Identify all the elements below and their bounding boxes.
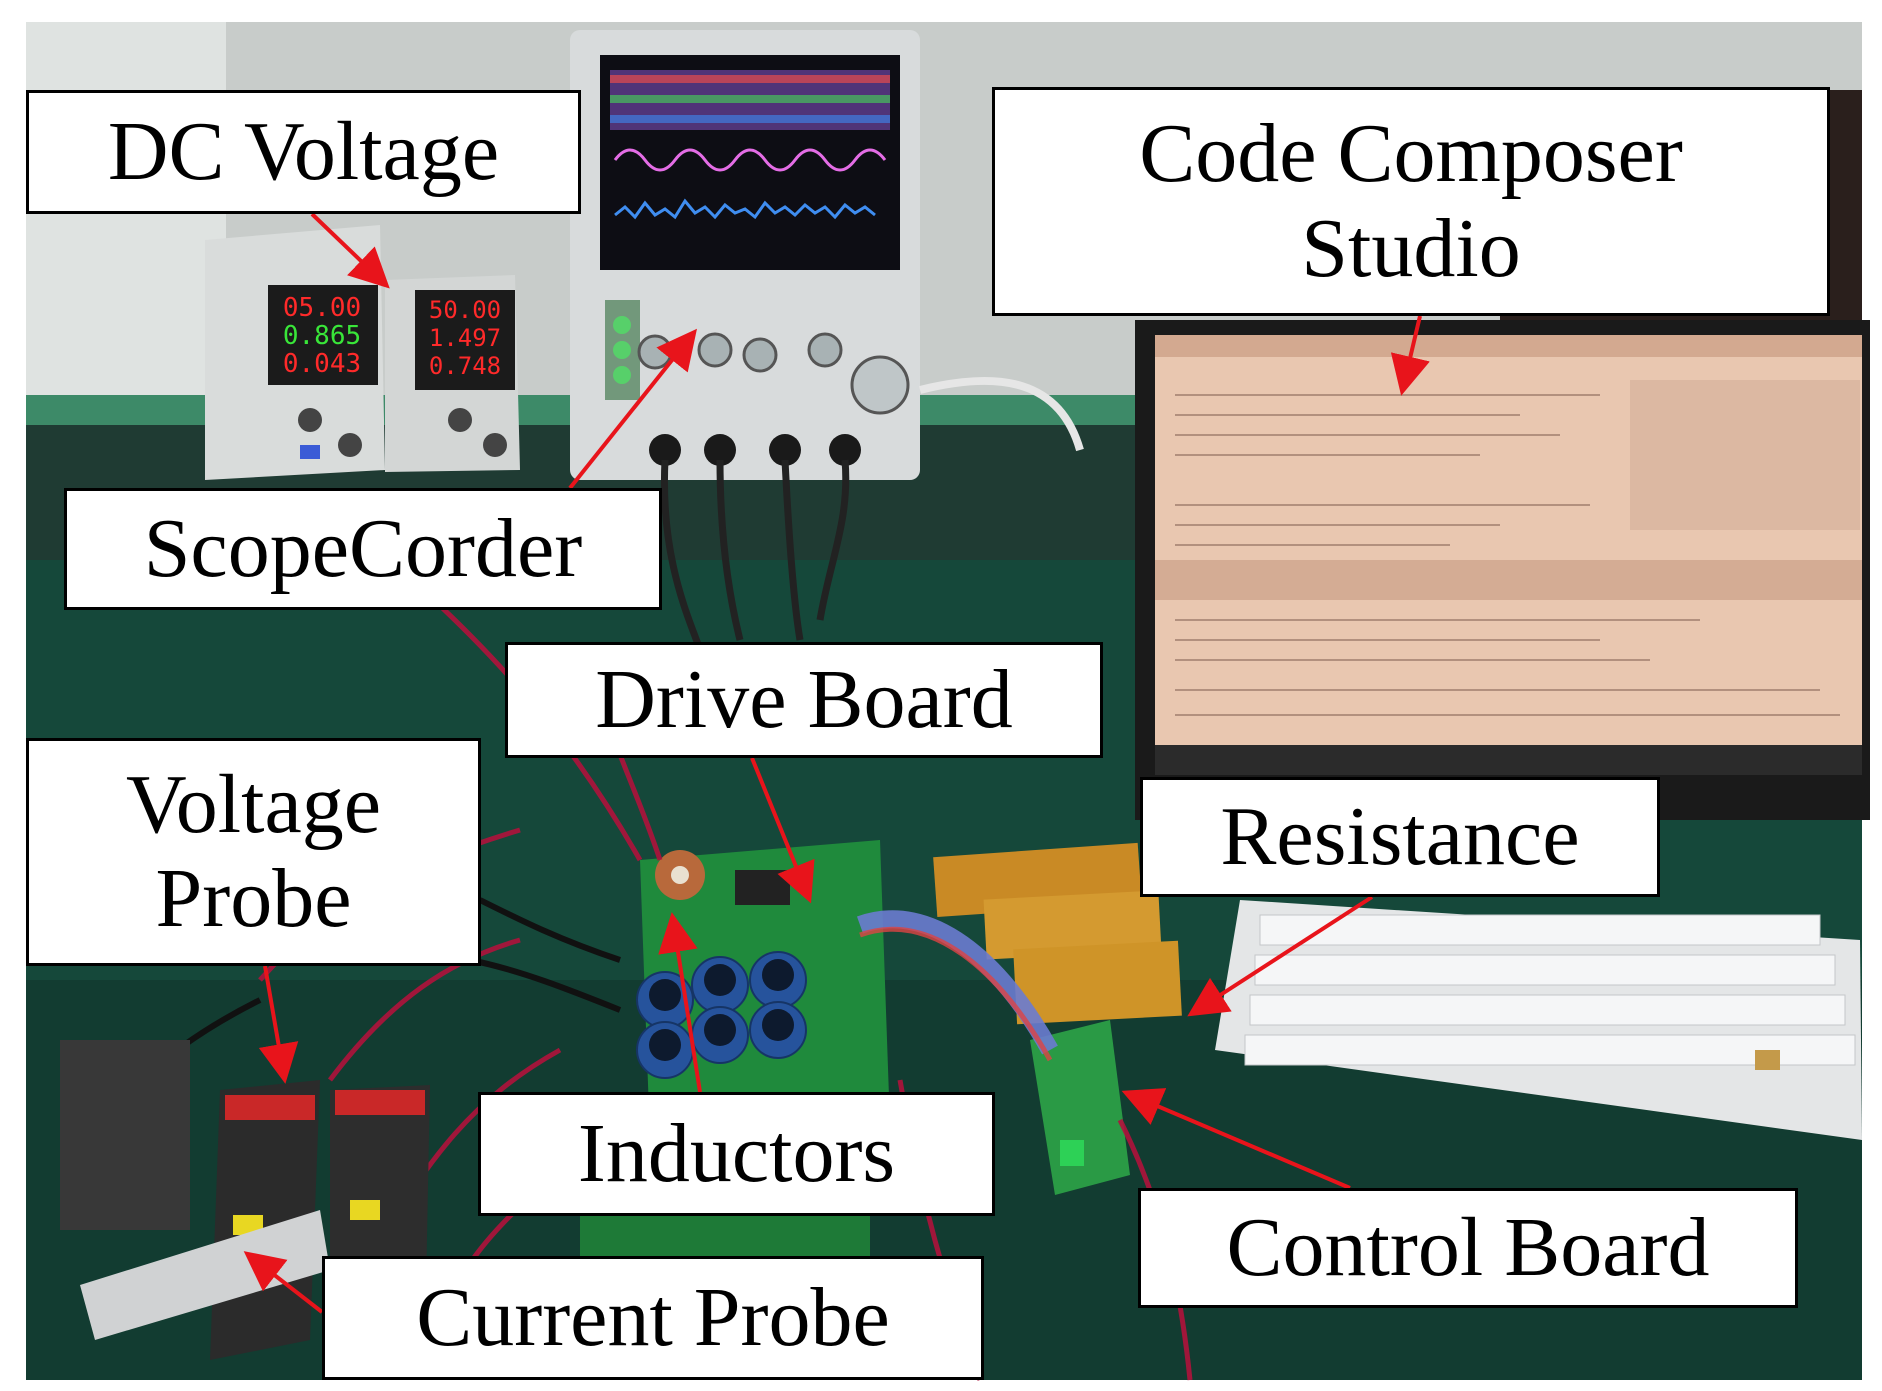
- psu-right-power: 0.748: [429, 352, 501, 380]
- label-drive-board: Drive Board: [505, 642, 1103, 758]
- keyboard: [1215, 900, 1862, 1140]
- label-resistance: Resistance: [1140, 777, 1660, 897]
- label-dc-voltage-text: DC Voltage: [107, 105, 500, 198]
- label-current-probe-text: Current Probe: [416, 1271, 890, 1364]
- label-control-board-text: Control Board: [1226, 1201, 1710, 1294]
- label-scopecorder-text: ScopeCorder: [143, 502, 583, 595]
- control-board: [1030, 1020, 1130, 1195]
- label-current-probe: Current Probe: [322, 1256, 984, 1380]
- label-voltage-probe-line1: Voltage: [125, 757, 382, 851]
- power-supply-right: 50.00 1.497 0.748: [385, 275, 520, 472]
- monitor: [1135, 320, 1870, 820]
- label-resistance-text: Resistance: [1220, 790, 1580, 883]
- psu-right-voltage: 50.00: [429, 296, 501, 324]
- psu-right-current: 1.497: [429, 324, 501, 352]
- label-scopecorder: ScopeCorder: [64, 488, 662, 610]
- label-drive-board-text: Drive Board: [595, 653, 1013, 746]
- label-inductors: Inductors: [478, 1092, 995, 1216]
- psu-left-current: 0.865: [283, 321, 361, 351]
- label-voltage-probe-line2: Probe: [155, 852, 352, 945]
- label-voltage-probe: Voltage Probe: [26, 738, 481, 966]
- resistors: [933, 842, 1182, 1025]
- psu-left-voltage: 05.00: [283, 293, 361, 323]
- label-code-composer-studio: Code Composer Studio: [992, 87, 1830, 316]
- scopecorder-device: [570, 30, 920, 480]
- label-code-composer-line2: Studio: [1301, 201, 1521, 295]
- label-code-composer-line1: Code Composer: [1139, 107, 1683, 201]
- power-supply-left: 05.00 0.865 0.043: [205, 225, 385, 480]
- psu-left-power: 0.043: [283, 349, 361, 379]
- label-dc-voltage: DC Voltage: [26, 90, 581, 214]
- label-control-board: Control Board: [1138, 1188, 1798, 1308]
- label-inductors-text: Inductors: [577, 1107, 896, 1200]
